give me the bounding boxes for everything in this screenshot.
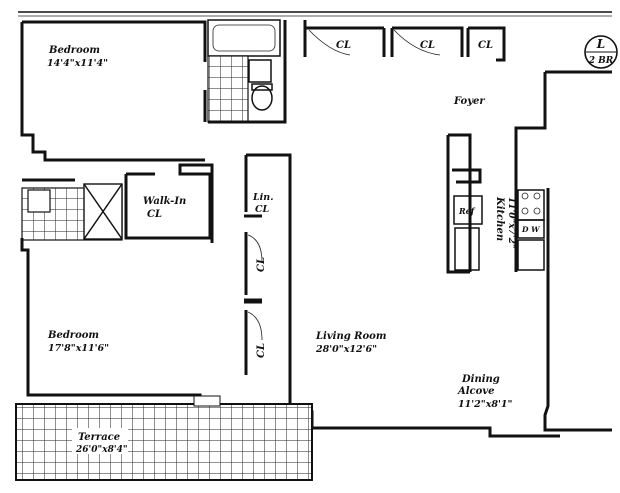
dishwasher (517, 219, 545, 239)
kitchen-walls (446, 133, 482, 274)
closet-top-1-label: CL (336, 40, 351, 51)
foyer-label: Foyer (453, 96, 485, 107)
living-south-wall (290, 410, 560, 438)
terrace (15, 395, 313, 481)
living-room-name: Living Room (315, 331, 386, 342)
closet-side-2-label: CL (256, 343, 267, 358)
bedroom1-name: Bedroom (48, 45, 100, 56)
bedroom1-dims: 14'4"x11'4" (47, 58, 108, 69)
dining-dims: 11'2"x8'1" (458, 399, 512, 410)
closet-top-3-label: CL (478, 40, 493, 51)
terrace-name: Terrace (78, 432, 120, 443)
linen-closet-line1: Lin. (252, 192, 274, 203)
stove (517, 189, 545, 221)
kitchen-dims: 11'0"x7'2" (506, 197, 516, 249)
dining-label-line2: Alcove (457, 386, 495, 397)
bedroom2-name: Bedroom (47, 330, 99, 341)
kitchen-label: Kitchen 11'0"x7'2" (494, 196, 516, 249)
exterior-wall-right (514, 70, 612, 432)
refrigerator (453, 195, 483, 225)
linen-closet-line2: CL (255, 204, 270, 215)
dishwasher-label: D W (521, 225, 541, 234)
kitchen-sink (454, 227, 480, 271)
sink (248, 59, 272, 83)
top-closets (303, 20, 506, 62)
walkin-label-line1: Walk-In (143, 196, 186, 207)
closet-top-2-label: CL (420, 40, 435, 51)
left-toilet (27, 189, 51, 213)
toilet (251, 85, 273, 111)
walkin-walls (22, 163, 214, 243)
dining-label-line1: Dining (461, 374, 500, 385)
terrace-dims: 26'0"x8'4" (75, 445, 128, 455)
bedroom2-dims: 17'8"x11'6" (48, 343, 109, 354)
walkin-label-line2: CL (147, 209, 162, 220)
unit-badge: L 2 BR (584, 35, 618, 69)
unit-badge-letter: L (596, 37, 605, 51)
closet-side-1-label: CL (256, 257, 267, 272)
refrigerator-label: Ref (458, 206, 476, 216)
closet-column (244, 153, 292, 412)
bathroom-tile (207, 55, 249, 123)
unit-badge-type: 2 BR (588, 56, 614, 66)
bedroom1-walls (20, 20, 207, 162)
kitchen-name: Kitchen (494, 196, 505, 241)
living-room-dims: 28'0"x12'6" (315, 344, 377, 355)
